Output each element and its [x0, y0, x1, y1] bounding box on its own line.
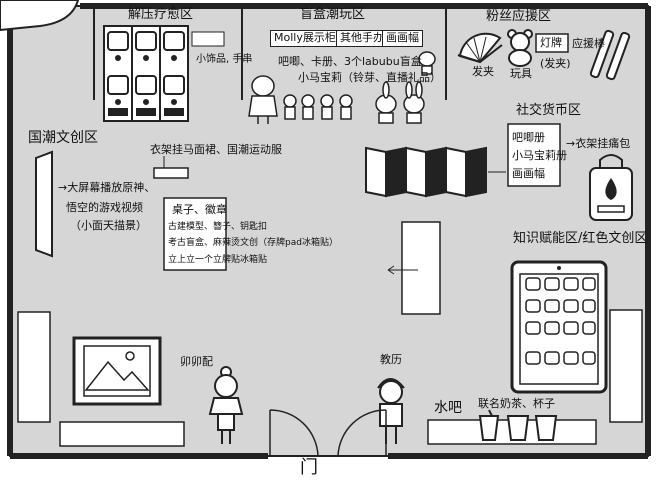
cheer-stick-icon [589, 29, 631, 81]
trinkets-label: 小饰品, 手串 [196, 54, 253, 65]
zone-title-water-bar: 水吧 [434, 400, 462, 416]
other-figures-label: 其他手办 [336, 30, 388, 47]
vending-machine-icon [103, 25, 189, 122]
zone-title-social-currency: 社交货币区 [516, 103, 582, 118]
table-line-3: 立上立一个立牌贴冰箱贴 [168, 255, 268, 265]
picture-frame-icon [72, 336, 162, 406]
display-table [163, 197, 227, 271]
trinket-shelf [191, 31, 225, 47]
screen-line-1: →大屏幕播放原神、 [58, 181, 156, 194]
hair-clip-right-label: (发夹) [540, 57, 571, 70]
screen-line-3: （小面天描景） [70, 219, 147, 232]
teddy-bear-icon [507, 29, 533, 67]
corner-patch [0, 0, 80, 32]
right-wall-shelf [609, 309, 643, 423]
art-scroll-right-label: 画画幅 [512, 167, 545, 180]
molly-cabinet-label: Molly展示柜 [270, 30, 340, 47]
zone-title-guochao: 国潮文创区 [28, 130, 98, 146]
pain-bag-label: →衣架挂痛包 [566, 137, 631, 150]
zone-title-stress-relief: 解压疗愈区 [128, 7, 194, 22]
tea-cups-label: 联名奶茶、杯子 [478, 397, 555, 410]
blind-box-figure-icon [248, 51, 436, 124]
cheer-sticks-label: 应援棒 [572, 37, 605, 50]
big-screen [35, 150, 53, 258]
chibi-right-label: 教历 [380, 353, 402, 366]
lightboard-box [535, 33, 569, 53]
pony-cards-label: 小马宝莉册 [512, 149, 567, 162]
table-line-1: 古建模型、簪子、钥匙扣 [168, 222, 268, 232]
blind-box-line-1: 吧唧、卡册、3个labubu盲盒 [278, 55, 422, 68]
door-label: 门 [300, 457, 318, 478]
table-line-2: 考古盲盒、麻辣烫文创（存牌pad冰箱贴） [168, 238, 338, 248]
door [269, 409, 387, 457]
cup-icon [478, 409, 558, 441]
fan-icon [457, 32, 503, 64]
album-shelf [507, 123, 561, 187]
zone-title-fan-support: 粉丝应援区 [486, 9, 552, 24]
clothes-rack [153, 167, 189, 179]
hair-clip-left-label: 发夹 [472, 65, 494, 78]
left-wall-shelf [17, 311, 51, 423]
table-title: 桌子、徽章 [172, 203, 227, 216]
lightboard-label: 灯牌 [540, 36, 562, 49]
bag-icon [589, 154, 633, 221]
toys-label: 玩具 [510, 67, 532, 80]
screen-line-2: 悟空的游戏视频 [66, 201, 143, 214]
center-display [401, 221, 441, 315]
badges-shelf-label: 吧唧册 [512, 131, 545, 144]
rack-skirt-label: 衣架挂马面裙、国潮运动服 [150, 143, 282, 156]
chibi-figure-left [208, 366, 244, 444]
zone-title-knowledge: 知识赋能区/红色文创区 [513, 231, 648, 246]
folding-screen [365, 146, 487, 198]
chibi-left-label: 卯卯配 [180, 355, 213, 368]
tablet-icon [510, 260, 608, 394]
blind-box-line-2: 小马宝莉（铃芽、直播礼品） [298, 71, 441, 84]
bottom-left-shelf [59, 421, 185, 447]
zone-title-blind-box: 盲盒潮玩区 [300, 7, 366, 22]
art-scroll-top-label: 画画幅 [382, 30, 423, 47]
